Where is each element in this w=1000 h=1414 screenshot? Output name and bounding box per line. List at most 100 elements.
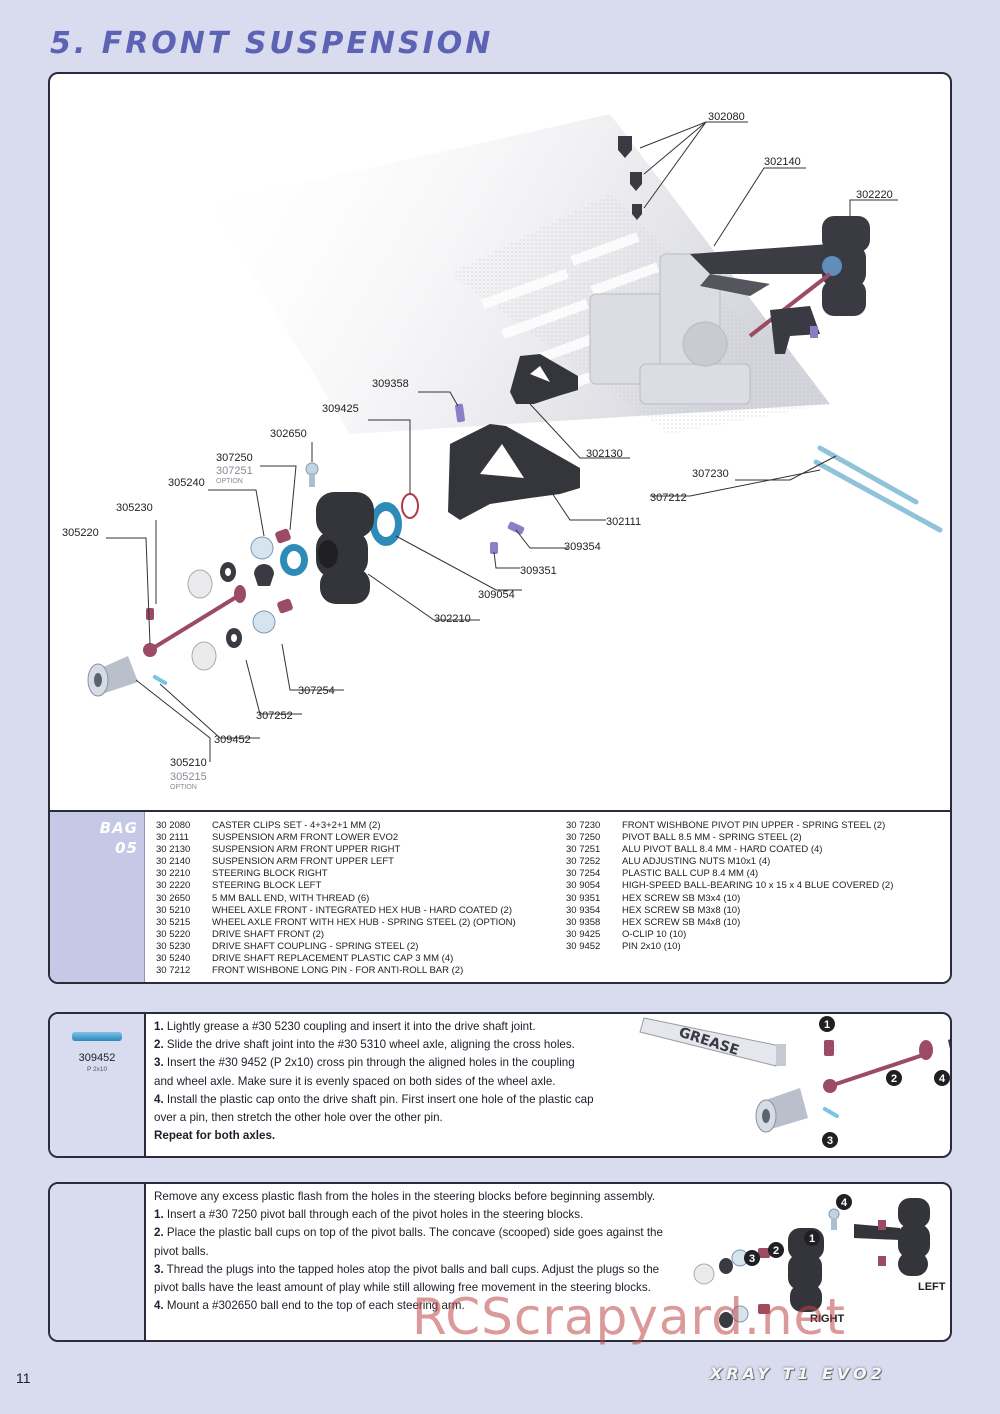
label-305230: 305230 [116,502,153,514]
label-307250: 307250 [216,452,253,464]
label-302140: 302140 [764,156,801,168]
instruction-1: 1. Insert a #30 7250 pivot ball through … [154,1206,674,1224]
callout-markers: 1 2 3 4 [819,1016,950,1148]
wheel-axle-305210 [87,656,138,697]
step-instructions: 1. Lightly grease a #30 5230 coupling an… [154,1018,594,1145]
part-size: P 2x10 [86,1066,108,1073]
parts-row: 30 5210 WHEEL AXLE FRONT - INTEGRATED HEX… [156,905,516,917]
lower-arm-302111 [448,424,580,520]
screws [455,403,525,554]
part-desc: WHEEL AXLE FRONT - INTEGRATED HEX HUB - … [212,904,512,916]
part-code: 30 5240 [156,953,191,965]
instruction-4: 4. Mount a #302650 ball end to the top o… [154,1297,674,1315]
steering-block-302220 [822,216,870,316]
part-desc: HEX SCREW SB M3x4 (10) [622,892,741,904]
label-302210: 302210 [434,613,471,625]
step-text: Lightly grease a #30 5230 coupling and i… [163,1020,536,1033]
caster-clips-302080 [618,136,642,220]
coupling-part [824,1040,834,1056]
marker-4: 4 [939,1073,946,1085]
parts-row: 30 9054 HIGH-SPEED BALL-BEARING 10 x 15 x… [566,880,893,892]
step-text: Insert the #30 9452 (P 2x10) cross pin t… [154,1056,575,1088]
step-text: Place the plastic ball cups on top of th… [154,1226,663,1258]
part-desc: DRIVE SHAFT REPLACEMENT PLASTIC CAP 3 MM… [212,953,454,965]
part-desc: PLASTIC BALL CUP 8.4 MM (4) [622,868,759,880]
part-code: 30 5230 [156,940,191,952]
part-code: 30 7252 [566,856,601,868]
part-desc: HIGH-SPEED BALL-BEARING 10 x 15 x 4 BLUE… [622,880,894,892]
exploded-view-panel: 302080 302140 302220 309358 309425 30265… [48,72,952,984]
right-label: RIGHT [810,1313,845,1325]
part-code: 30 9351 [566,892,601,904]
instruction-2: 2. Slide the drive shaft joint into the … [154,1036,594,1054]
grease-label: GREASE [677,1025,741,1059]
step-number: 2. [154,1038,164,1052]
part-code: 30 2130 [156,844,191,856]
step-text: Install the plastic cap onto the drive s… [154,1092,594,1125]
part-desc: STEERING BLOCK LEFT [212,880,322,892]
marker-1: 1 [824,1019,830,1031]
marker-4: 4 [841,1197,848,1209]
label-307230: 307230 [692,468,729,480]
part-code: 30 2220 [156,880,191,892]
part-code: 30 2210 [156,868,191,880]
part-code: 30 5220 [156,928,191,940]
label-302220: 302220 [856,189,893,201]
part-desc: ALU ADJUSTING NUTS M10x1 (4) [622,856,771,868]
pin-309452-part [152,675,168,685]
part-desc: WHEEL AXLE FRONT WITH HEX HUB - SPRING S… [212,916,516,928]
ball-end-302650 [305,462,319,487]
instruction-4: 4. Install the plastic cap onto the driv… [154,1091,594,1127]
o-clip-309425 [401,493,419,519]
label-307251: 307251 [216,465,253,477]
step-text: Thread the plugs into the tapped holes a… [154,1262,660,1295]
parts-row: 30 7254 PLASTIC BALL CUP 8.4 MM (4) [566,868,893,880]
part-code: 30 9358 [566,916,601,928]
label-309351: 309351 [520,565,557,577]
step-number: 3. [154,1262,164,1276]
part-code: 30 5215 [156,916,191,928]
part-code: 30 7254 [566,868,601,880]
label-309054: 309054 [478,589,515,601]
part-desc: FRONT WISHBONE LONG PIN - FOR ANTI-ROLL … [212,965,464,977]
bearing-309054 [370,502,402,546]
part-code: 30 9054 [566,880,601,892]
step-text: Mount a #302650 ball end to the top of e… [163,1299,465,1313]
instruction-intro: Remove any excess plastic flash from the… [154,1190,656,1203]
part-code: 30 7251 [566,844,601,856]
label-309354: 309354 [564,541,601,553]
marker-2: 2 [773,1245,779,1257]
part-code: 30 7250 [566,832,601,844]
part-code: 30 9425 [566,928,601,940]
bag-tab: BAG 05 [50,812,145,982]
part-code: 30 5210 [156,904,191,916]
part-desc: FRONT WISHBONE PIVOT PIN UPPER - SPRING … [622,820,886,831]
bag-label: BAG 05 [100,818,138,858]
steering-block-left [854,1198,930,1276]
part-desc: PIN 2x10 (10) [622,940,681,952]
pin-icon [72,1032,122,1041]
part-code: 30 2080 [156,820,191,831]
page-title: 5. FRONT SUSPENSION [50,26,494,61]
drive-shaft-assembly-figure: GREASE 1 2 3 4 [639,1016,950,1148]
marker-3: 3 [749,1253,755,1265]
step-number: 3. [154,1056,164,1070]
steering-block-assembly-figure: 1 2 3 4 LEFT RIGHT [693,1194,946,1328]
callout-markers: 1 2 3 4 [744,1194,852,1266]
step-instructions: Remove any excess plastic flash from the… [154,1188,674,1315]
step-part-tab [50,1184,146,1340]
part-code: 30 2111 [156,832,189,844]
brand-logo: XRAY T1 EVO2 [710,1364,886,1383]
upper-arm-302140 [690,244,840,296]
label-307251-option: OPTION [216,478,243,485]
bag-label-line2: 05 [115,839,138,857]
part-code: 30 7212 [156,965,191,977]
